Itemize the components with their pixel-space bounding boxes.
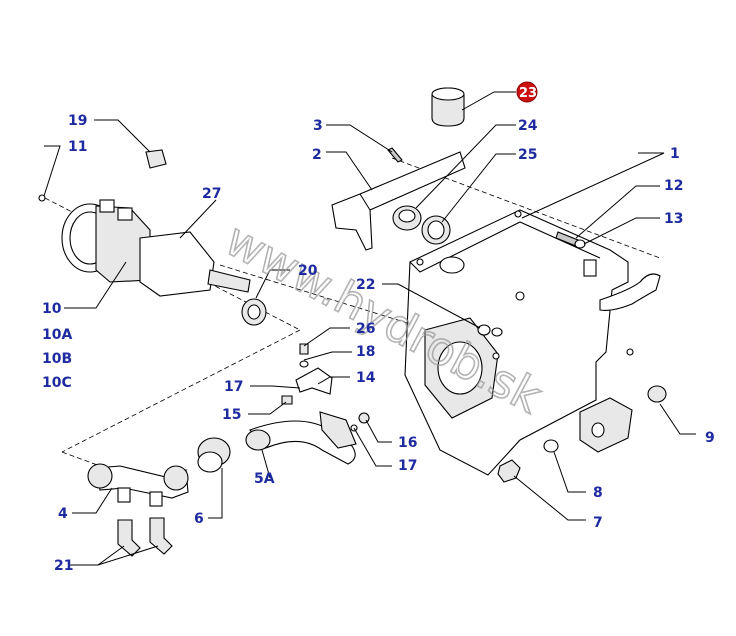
part-14-bracket bbox=[295, 360, 333, 395]
callout-21[interactable]: 21 bbox=[54, 558, 73, 574]
callout-25[interactable]: 25 bbox=[518, 147, 537, 163]
callout-22[interactable]: 22 bbox=[356, 277, 375, 293]
callout-27[interactable]: 27 bbox=[202, 186, 221, 202]
part-10-filter-head bbox=[38, 194, 151, 283]
callout-10a[interactable]: 10A bbox=[42, 327, 72, 343]
part-27-canister bbox=[139, 231, 251, 297]
part-5a-hose bbox=[245, 411, 357, 465]
callout-labels: 1 2 3 4 5A 6 7 8 9 10 10A 10B 10C 11 12 … bbox=[42, 113, 715, 574]
callout-3[interactable]: 3 bbox=[313, 118, 323, 134]
callout-10[interactable]: 10 bbox=[42, 301, 62, 317]
part-8-washer bbox=[543, 439, 559, 453]
callout-17-bottom[interactable]: 17 bbox=[398, 458, 417, 474]
part-23-cap bbox=[431, 87, 465, 127]
callout-26[interactable]: 26 bbox=[356, 321, 375, 337]
part-24-fitting bbox=[392, 205, 422, 231]
part-4-manifold bbox=[87, 463, 189, 507]
callout-15[interactable]: 15 bbox=[222, 407, 241, 423]
part-21-elbows bbox=[117, 517, 173, 557]
callout-16[interactable]: 16 bbox=[398, 435, 417, 451]
callout-18[interactable]: 18 bbox=[356, 344, 375, 360]
callout-13[interactable]: 13 bbox=[664, 211, 683, 227]
callout-17-top[interactable]: 17 bbox=[224, 379, 243, 395]
callout-11[interactable]: 11 bbox=[68, 139, 87, 155]
callout-9[interactable]: 9 bbox=[705, 430, 715, 446]
callout-12[interactable]: 12 bbox=[664, 178, 683, 194]
callout-6[interactable]: 6 bbox=[194, 511, 204, 527]
callout-23[interactable]: 23 bbox=[519, 86, 537, 101]
badge-circle bbox=[516, 81, 538, 103]
callout-1[interactable]: 1 bbox=[670, 146, 680, 162]
part-9-block bbox=[579, 385, 667, 453]
part-19-plug bbox=[145, 149, 167, 169]
callout-8[interactable]: 8 bbox=[593, 485, 603, 501]
part-6-adapter bbox=[197, 437, 231, 473]
part-23-badge[interactable]: 23 bbox=[516, 81, 538, 103]
callout-7[interactable]: 7 bbox=[593, 515, 603, 531]
callout-10b[interactable]: 10B bbox=[42, 351, 72, 367]
callout-20[interactable]: 20 bbox=[298, 263, 318, 279]
part-12-bolt bbox=[555, 231, 586, 249]
part-25-ring bbox=[421, 215, 451, 245]
part-22-washers bbox=[477, 324, 503, 337]
callout-19[interactable]: 19 bbox=[68, 113, 87, 129]
part-26-screw bbox=[299, 343, 309, 355]
callout-2[interactable]: 2 bbox=[312, 147, 322, 163]
callout-24[interactable]: 24 bbox=[518, 118, 538, 134]
callout-10c[interactable]: 10C bbox=[42, 375, 72, 391]
part-20-coupling bbox=[241, 298, 267, 326]
callout-4[interactable]: 4 bbox=[58, 506, 68, 522]
callout-5a[interactable]: 5A bbox=[254, 471, 275, 487]
part-1-tank bbox=[404, 209, 661, 476]
callout-14[interactable]: 14 bbox=[356, 370, 376, 386]
leader-lines bbox=[43, 91, 696, 566]
part-15-screw bbox=[281, 395, 293, 405]
